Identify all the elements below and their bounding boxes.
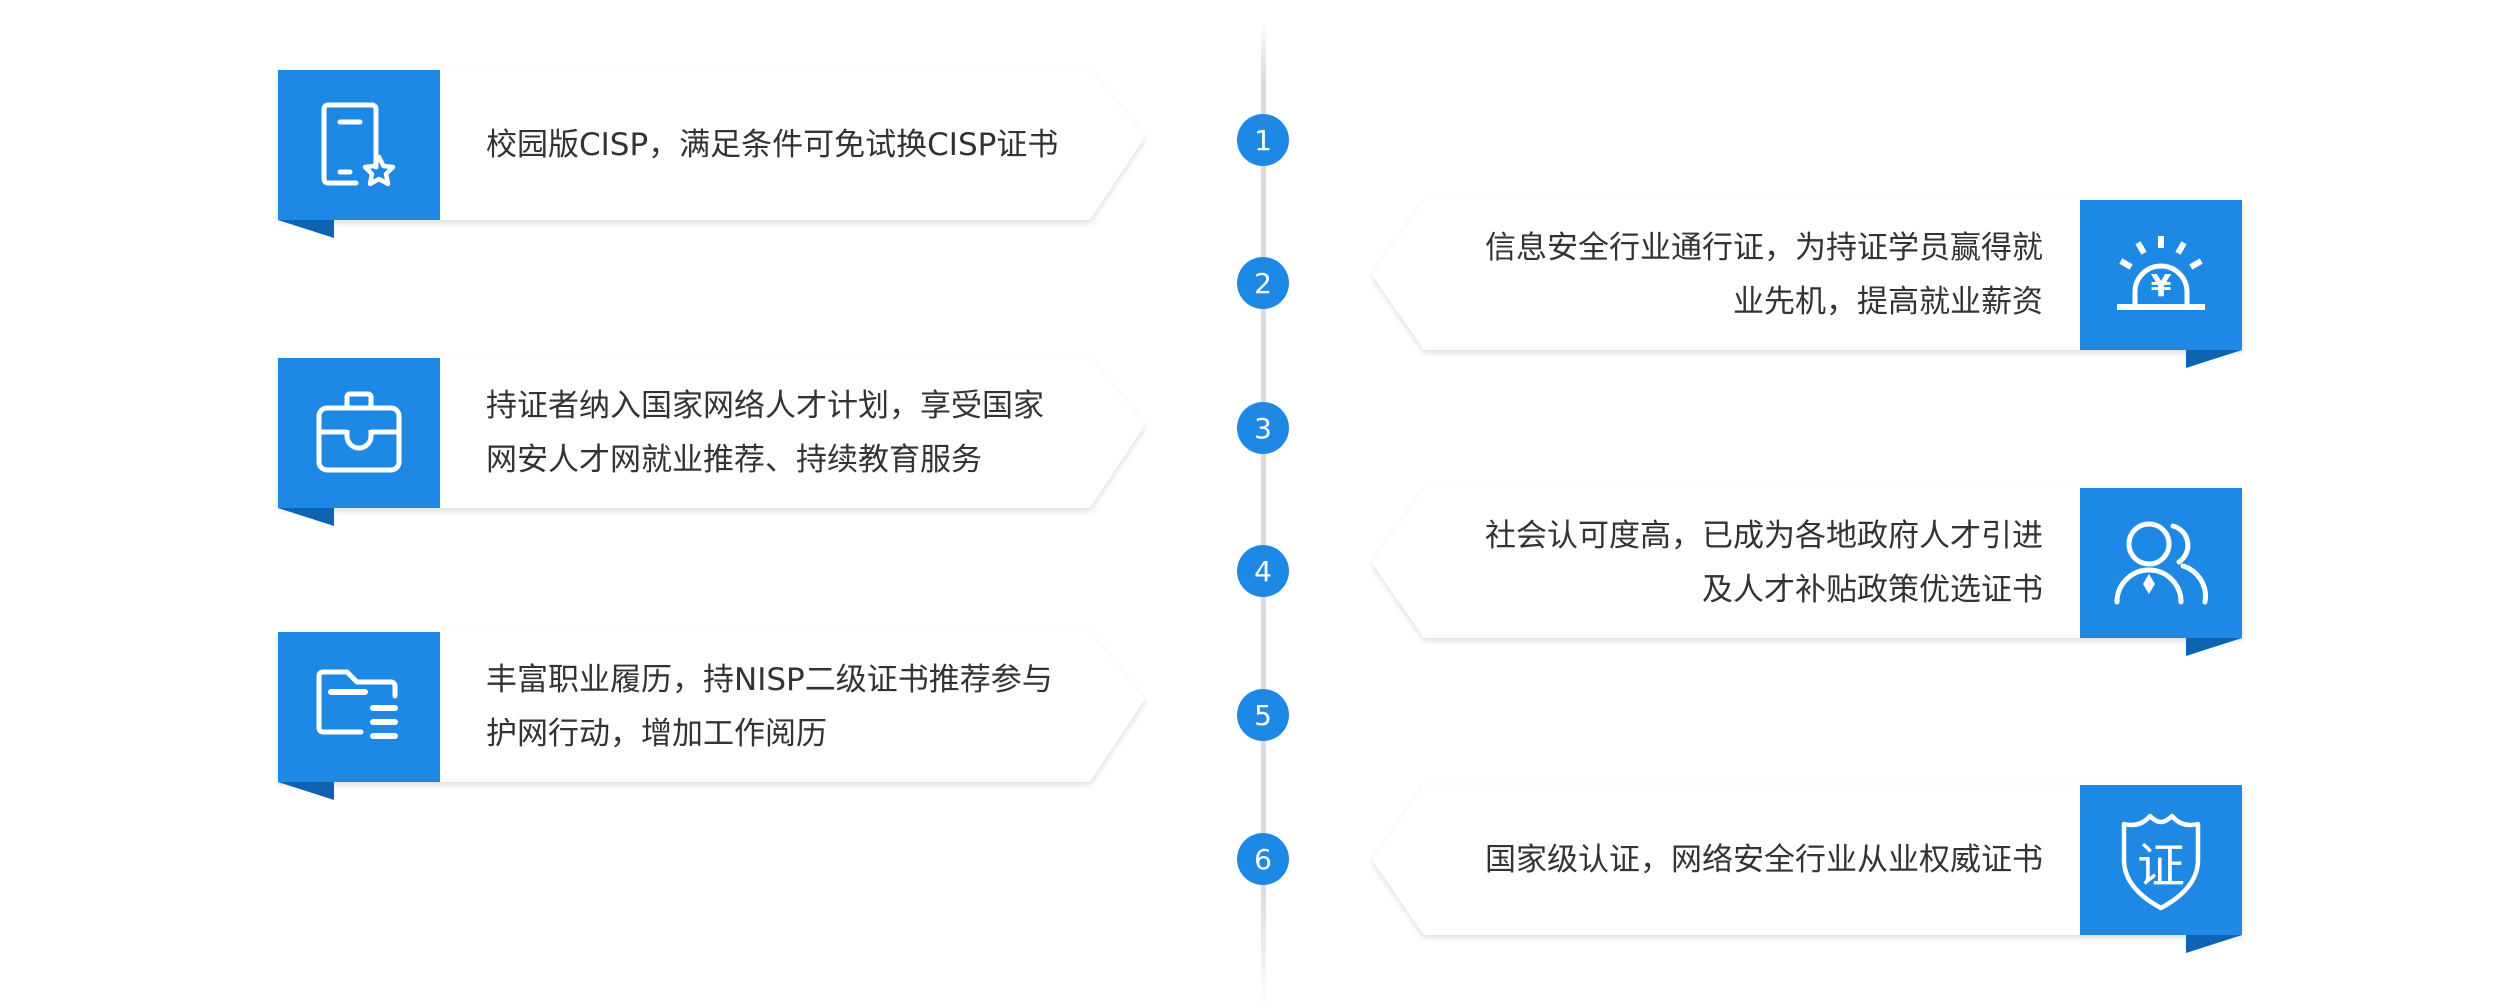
step-card-5: 丰富职业履历，持NISP二级证书推荐参与 护网行动，增加工作阅历: [278, 632, 1148, 800]
briefcase-icon: [311, 388, 407, 478]
step-text-line: 社会认可度高，已成为各地政府人才引进: [1485, 518, 2043, 554]
step-dot-5: 5: [1237, 689, 1289, 741]
step-dot-4: 4: [1237, 545, 1289, 597]
certificate-shield-icon: 证: [2116, 808, 2206, 912]
step-text-line: 及人才补贴政策优选证书: [1702, 572, 2043, 608]
step-number: 4: [1254, 554, 1272, 588]
step-text-line: 信息安全行业通行证，为持证学员赢得就: [1485, 230, 2043, 266]
step-number: 5: [1254, 698, 1272, 732]
sunrise-yen-icon: ¥: [2111, 230, 2211, 320]
step-card-3: 持证者纳入国家网络人才计划，享受国家 网安人才网就业推荐、持续教育服务: [278, 358, 1148, 526]
step-dot-3: 3: [1237, 402, 1289, 454]
step-number: 6: [1254, 842, 1272, 876]
certificate-star-icon: [314, 95, 404, 195]
icon-box: ¥: [2080, 200, 2242, 350]
svg-text:证: 证: [2137, 838, 2185, 894]
step-text-line: 丰富职业履历，持NISP二级证书推荐参与: [486, 662, 1053, 698]
folder-list-icon: [309, 662, 409, 752]
step-text-line: 护网行动，增加工作阅历: [486, 716, 827, 752]
step-card-1: 校园版CISP，满足条件可免试换CISP证书: [278, 70, 1148, 238]
icon-box: [278, 70, 440, 220]
step-number: 3: [1254, 411, 1272, 445]
step-dot-1: 1: [1237, 114, 1289, 166]
step-text-line: 持证者纳入国家网络人才计划，享受国家: [486, 388, 1044, 424]
step-card-2: ¥ 信息安全行业通行证，为持证学员赢得就 业先机，提高就业薪资: [1372, 200, 2242, 368]
step-text-line: 网安人才网就业推荐、持续教育服务: [486, 442, 982, 478]
step-number: 2: [1254, 266, 1272, 300]
step-text-line: 业先机，提高就业薪资: [1733, 284, 2043, 320]
icon-box: [278, 632, 440, 782]
svg-text:¥: ¥: [2151, 269, 2172, 304]
step-dot-6: 6: [1237, 833, 1289, 885]
step-text-line: 国家级认证，网络安全行业从业权威证书: [1485, 842, 2043, 878]
people-icon: [2109, 518, 2213, 608]
step-text-line: 校园版CISP，满足条件可免试换CISP证书: [486, 127, 1059, 163]
icon-box: [2080, 488, 2242, 638]
step-card-6: 证 国家级认证，网络安全行业从业权威证书: [1372, 785, 2242, 953]
icon-box: [278, 358, 440, 508]
timeline-line: [1261, 20, 1266, 1008]
step-dot-2: 2: [1237, 257, 1289, 309]
step-card-4: 社会认可度高，已成为各地政府人才引进 及人才补贴政策优选证书: [1372, 488, 2242, 656]
step-number: 1: [1254, 123, 1272, 157]
icon-box: 证: [2080, 785, 2242, 935]
